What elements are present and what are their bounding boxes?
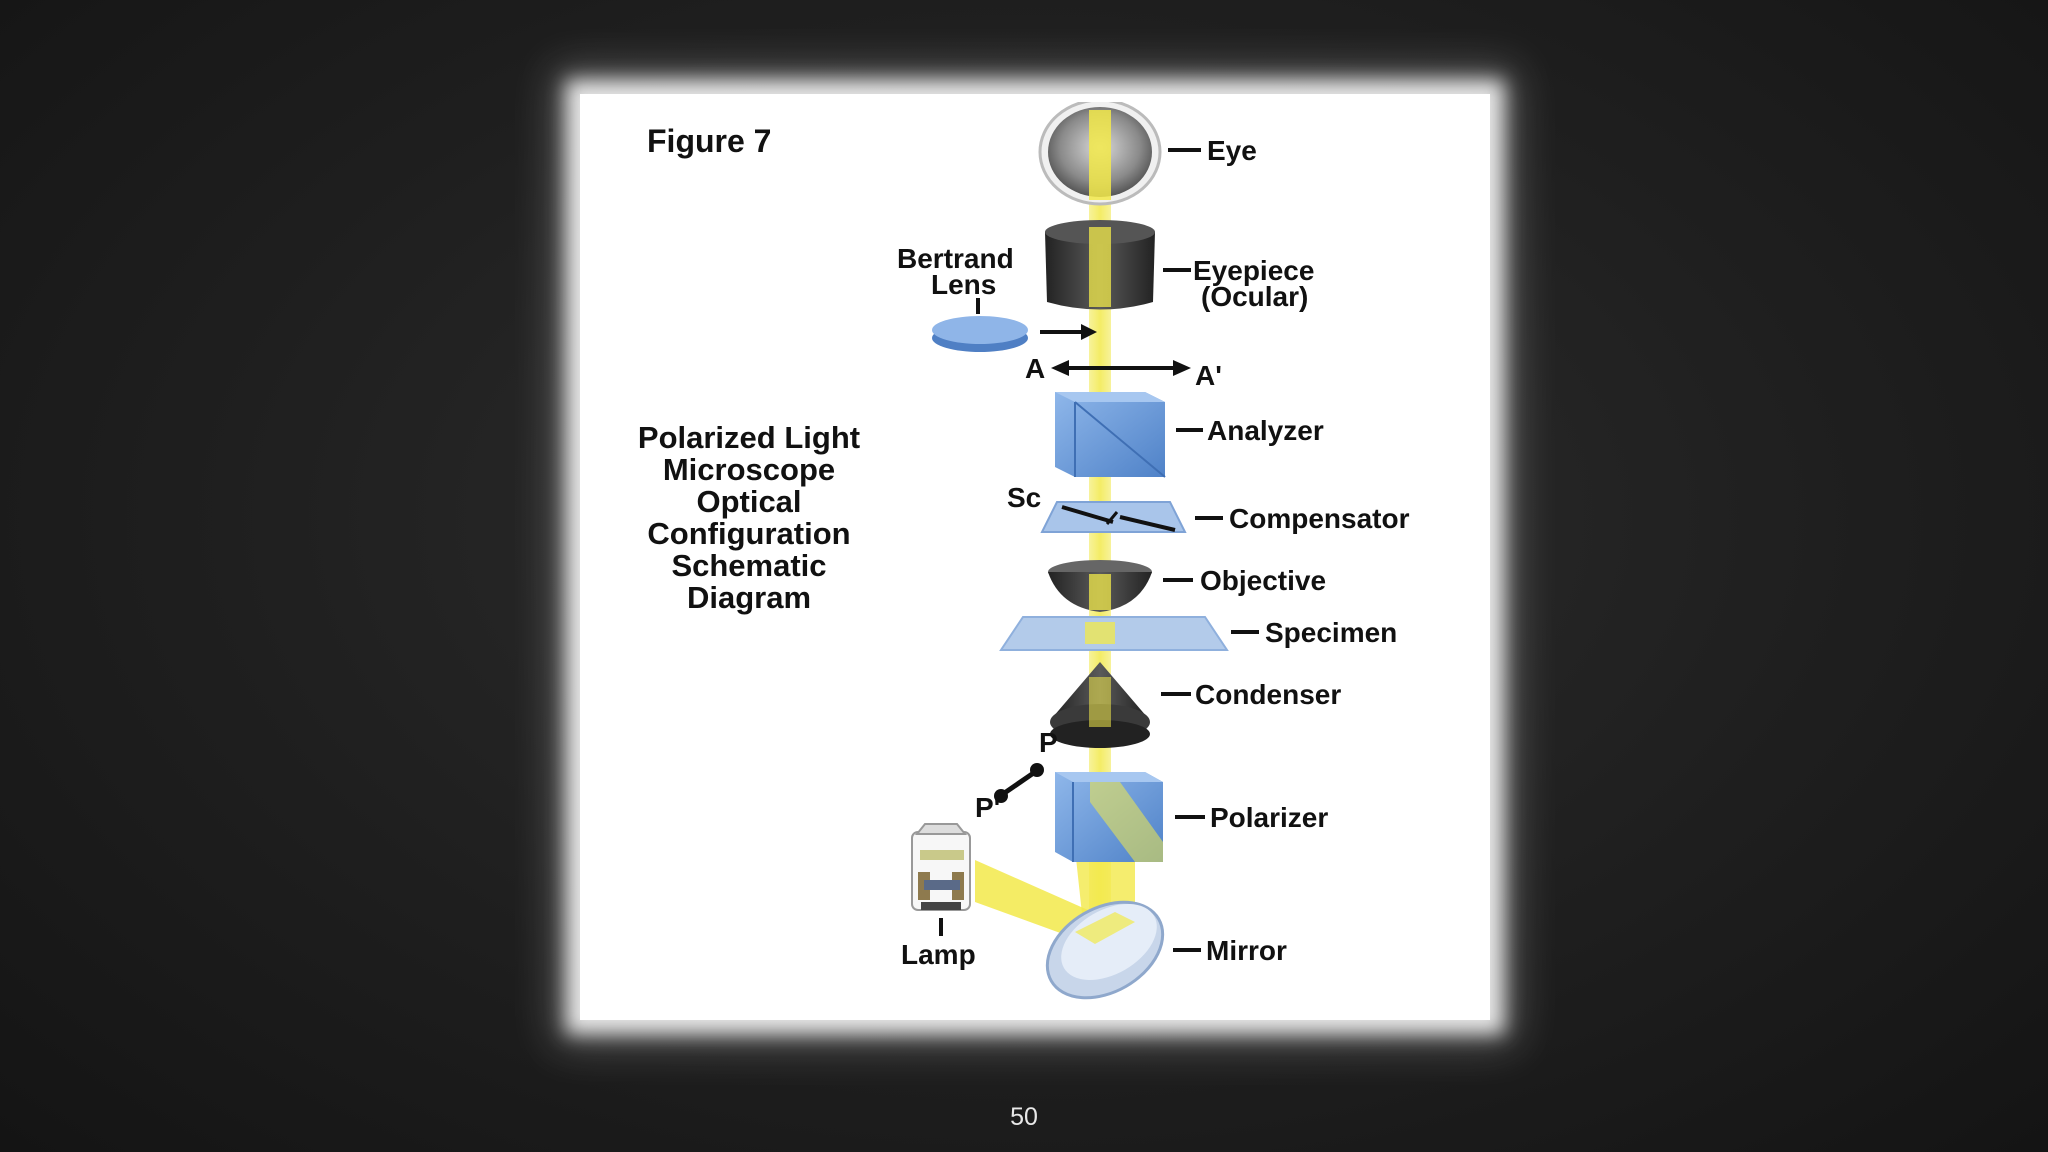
label-analyzer: Analyzer [1207, 415, 1324, 446]
polarization-direction-icon [994, 763, 1044, 803]
condenser-icon [1050, 662, 1150, 748]
label-polarizer: Polarizer [1210, 802, 1328, 833]
bertrand-lens-icon [932, 316, 1028, 352]
label-eyepiece-1: Eyepiece [1193, 255, 1314, 286]
label-p: P [1039, 727, 1058, 758]
caption-line-5: Schematic [671, 548, 826, 583]
label-eye: Eye [1207, 135, 1257, 166]
analyzer-icon [1055, 392, 1166, 478]
slide-frame: Eye Eyepiece (Ocular) Bertrand Lens A A' [580, 94, 1490, 1020]
label-sc: Sc [1007, 482, 1041, 513]
caption-line-6: Diagram [687, 580, 811, 615]
label-p-prime: P' [975, 792, 1000, 823]
caption-line-2: Microscope [663, 452, 835, 487]
microscope-diagram: Eye Eyepiece (Ocular) Bertrand Lens A A' [638, 102, 1410, 1000]
label-lamp: Lamp [901, 939, 976, 970]
label-compensator: Compensator [1229, 503, 1410, 534]
objective-icon [1048, 560, 1152, 612]
label-a-prime: A' [1195, 360, 1222, 391]
label-objective: Objective [1200, 565, 1326, 596]
specimen-icon [999, 616, 1229, 651]
figure-title: Figure 7 [647, 123, 771, 159]
caption-line-1: Polarized Light [638, 420, 860, 455]
label-eyepiece-2: (Ocular) [1201, 281, 1308, 312]
label-condenser: Condenser [1195, 679, 1341, 710]
slide-page-number: 50 [1010, 1103, 1038, 1131]
mirror-icon [1045, 900, 1165, 1000]
eye-icon [1038, 102, 1162, 206]
polarizer-icon [1055, 772, 1163, 862]
label-a: A [1025, 353, 1045, 384]
eyepiece-icon [1045, 220, 1155, 310]
caption-line-3: Optical [696, 484, 801, 519]
label-mirror: Mirror [1206, 935, 1287, 966]
lamp-icon [911, 823, 971, 911]
label-bertrand-1: Bertrand [897, 243, 1014, 274]
compensator-icon [1040, 501, 1187, 533]
label-bertrand-2: Lens [931, 269, 996, 300]
caption-line-4: Configuration [647, 516, 850, 551]
label-specimen: Specimen [1265, 617, 1397, 648]
